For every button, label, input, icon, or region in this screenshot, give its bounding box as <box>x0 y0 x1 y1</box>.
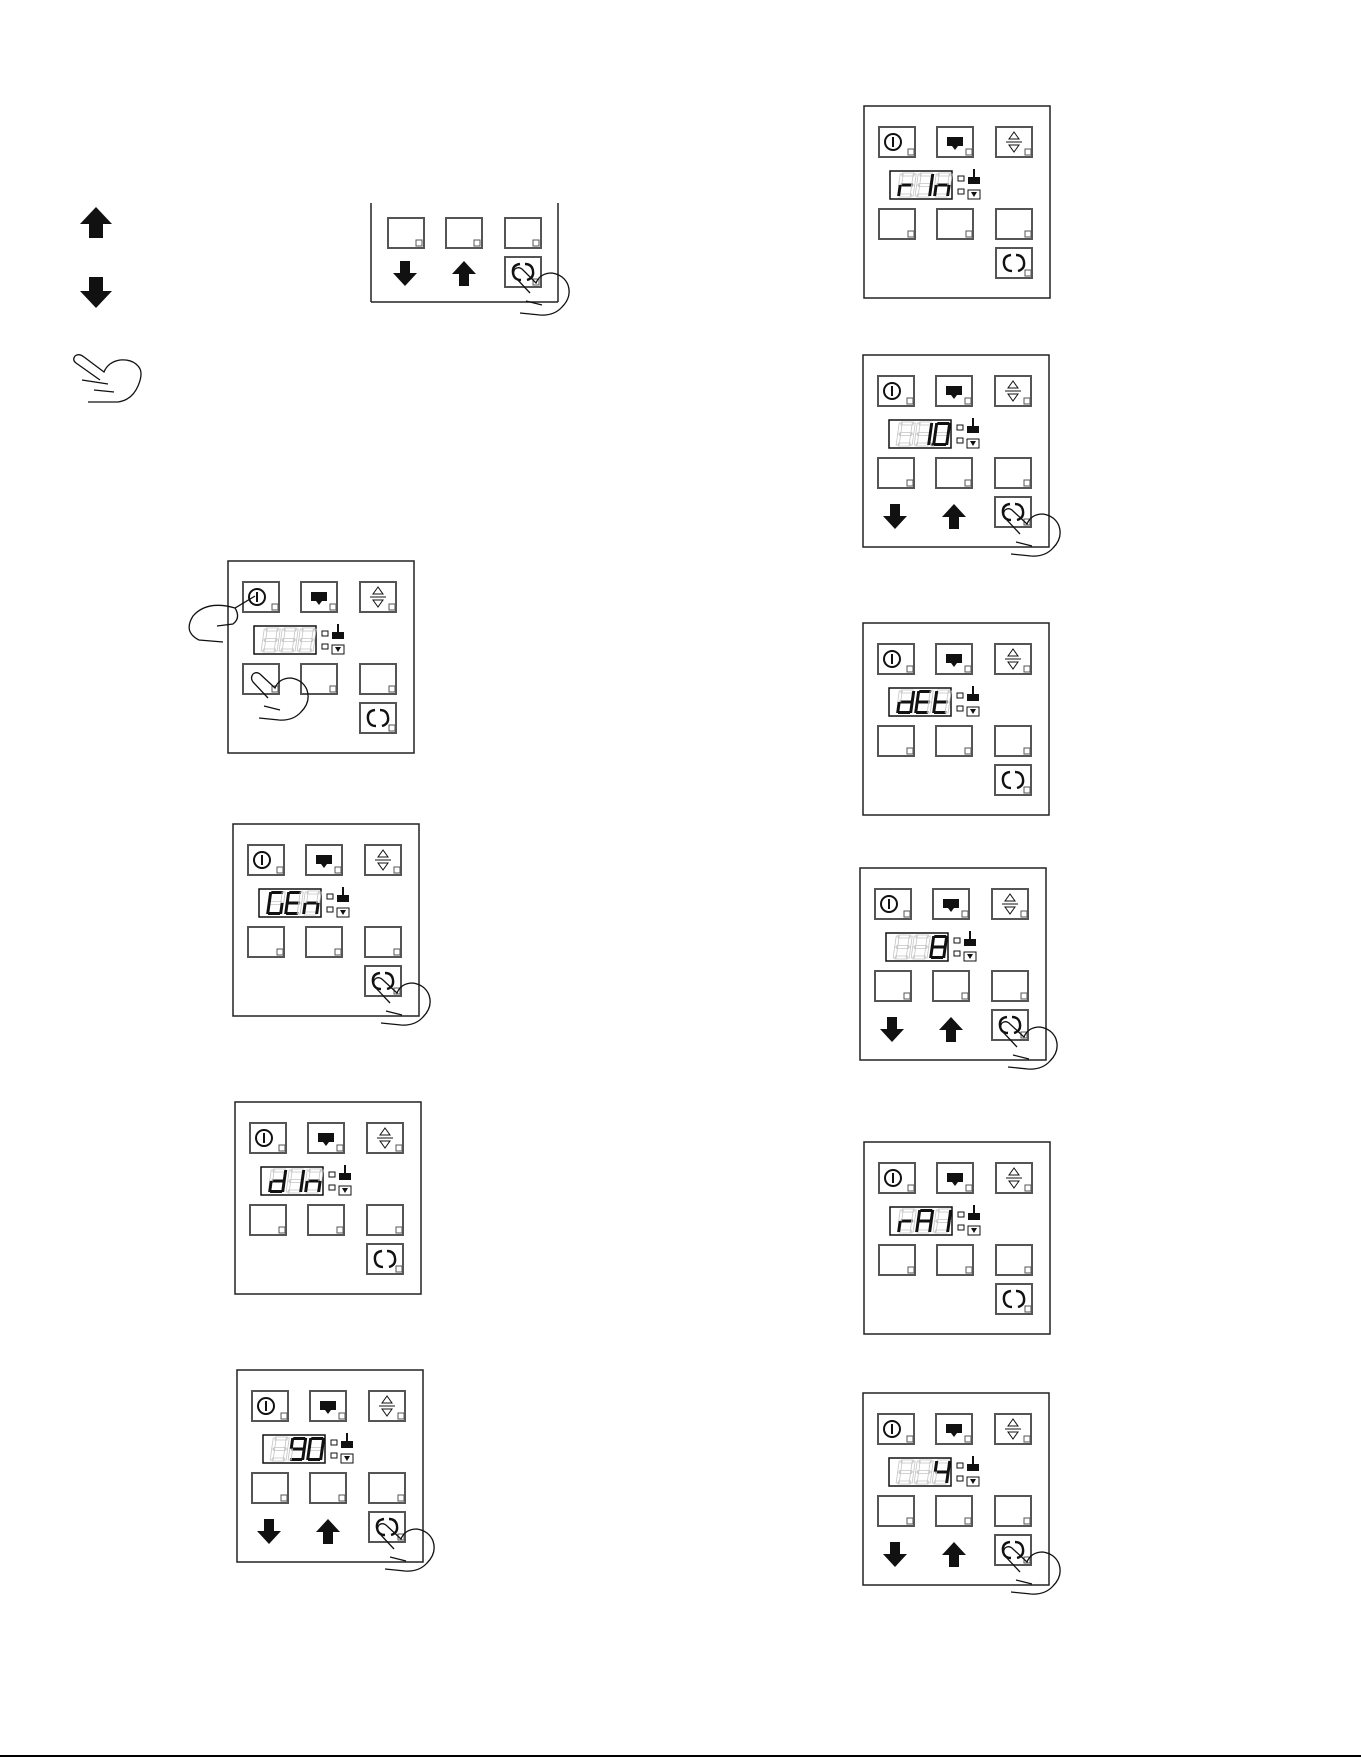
fragment-key-1[interactable] <box>388 218 424 248</box>
power-key[interactable] <box>878 1414 914 1444</box>
key-right[interactable] <box>369 1473 405 1503</box>
panel-2 <box>232 823 488 1065</box>
key-right[interactable] <box>992 971 1028 1001</box>
cycle-key[interactable] <box>995 765 1031 795</box>
panel-7 <box>862 622 1118 864</box>
pointing-hand-icon <box>70 350 150 406</box>
mode-key[interactable] <box>936 1414 972 1444</box>
key-down[interactable] <box>878 458 914 488</box>
legend-down-arrow <box>78 275 114 311</box>
panel-9 <box>863 1141 1119 1383</box>
mode-key[interactable] <box>933 889 969 919</box>
power-key[interactable] <box>879 127 915 157</box>
key-down[interactable] <box>879 1245 915 1275</box>
adjust-key[interactable] <box>360 582 396 612</box>
adjust-key[interactable] <box>995 644 1031 674</box>
key-down[interactable] <box>248 927 284 957</box>
key-right[interactable] <box>996 1245 1032 1275</box>
adjust-key[interactable] <box>369 1391 405 1421</box>
legend-keypad-fragment <box>370 203 610 333</box>
mode-key[interactable] <box>306 845 342 875</box>
seven-segment-display <box>886 933 948 961</box>
adjust-key[interactable] <box>992 889 1028 919</box>
key-up[interactable] <box>936 1496 972 1526</box>
up-arrow-icon <box>78 205 114 241</box>
mode-key[interactable] <box>308 1123 344 1153</box>
seven-segment-display <box>261 1167 323 1195</box>
key-right[interactable] <box>995 726 1031 756</box>
up-arrow-icon <box>452 261 476 286</box>
power-key[interactable] <box>879 1163 915 1193</box>
panel-3 <box>234 1101 490 1343</box>
key-down[interactable] <box>878 726 914 756</box>
key-down[interactable] <box>875 971 911 1001</box>
seven-segment-display <box>254 626 316 654</box>
legend-up-arrow <box>78 205 114 241</box>
key-right[interactable] <box>995 1496 1031 1526</box>
mode-key[interactable] <box>301 582 337 612</box>
seven-segment-display <box>263 1435 325 1463</box>
key-right[interactable] <box>996 209 1032 239</box>
panel-8 <box>859 867 1115 1109</box>
panel-10 <box>862 1392 1118 1634</box>
cycle-key[interactable] <box>360 703 396 733</box>
mode-key[interactable] <box>936 376 972 406</box>
key-down[interactable] <box>879 209 915 239</box>
key-up[interactable] <box>933 971 969 1001</box>
mode-key[interactable] <box>936 644 972 674</box>
key-up[interactable] <box>937 1245 973 1275</box>
legend-pointing-hand <box>70 350 150 406</box>
power-key[interactable] <box>878 376 914 406</box>
cycle-key[interactable] <box>996 248 1032 278</box>
key-right[interactable] <box>367 1205 403 1235</box>
key-down[interactable] <box>243 664 279 694</box>
fragment-key-3[interactable] <box>505 218 541 248</box>
key-right[interactable] <box>365 927 401 957</box>
panel-1 <box>227 560 483 802</box>
mode-key[interactable] <box>937 1163 973 1193</box>
key-up[interactable] <box>936 458 972 488</box>
down-arrow-icon <box>393 261 417 286</box>
adjust-key[interactable] <box>365 845 401 875</box>
key-down[interactable] <box>252 1473 288 1503</box>
fragment-key-2[interactable] <box>446 218 482 248</box>
adjust-key[interactable] <box>995 376 1031 406</box>
seven-segment-display <box>889 688 951 716</box>
key-up[interactable] <box>308 1205 344 1235</box>
key-right[interactable] <box>360 664 396 694</box>
adjust-key[interactable] <box>996 1163 1032 1193</box>
power-key[interactable] <box>250 1123 286 1153</box>
cycle-key[interactable] <box>367 1244 403 1274</box>
key-up[interactable] <box>306 927 342 957</box>
key-down[interactable] <box>878 1496 914 1526</box>
down-arrow-icon <box>78 275 114 311</box>
mode-key[interactable] <box>937 127 973 157</box>
panel-5 <box>863 105 1119 347</box>
key-up[interactable] <box>310 1473 346 1503</box>
seven-segment-display <box>889 420 951 448</box>
seven-segment-display <box>890 171 952 199</box>
power-key[interactable] <box>248 845 284 875</box>
cycle-key[interactable] <box>996 1284 1032 1314</box>
panel-6 <box>862 354 1118 596</box>
panel-4 <box>236 1369 492 1611</box>
adjust-key[interactable] <box>995 1414 1031 1444</box>
power-key[interactable] <box>243 582 279 612</box>
power-key[interactable] <box>252 1391 288 1421</box>
power-key[interactable] <box>878 644 914 674</box>
seven-segment-display <box>259 889 321 917</box>
footer-rule <box>0 1755 1361 1757</box>
adjust-key[interactable] <box>367 1123 403 1153</box>
seven-segment-display <box>889 1458 951 1486</box>
seven-segment-display <box>890 1207 952 1235</box>
key-up[interactable] <box>936 726 972 756</box>
power-key[interactable] <box>875 889 911 919</box>
key-down[interactable] <box>250 1205 286 1235</box>
key-right[interactable] <box>995 458 1031 488</box>
adjust-key[interactable] <box>996 127 1032 157</box>
mode-key[interactable] <box>310 1391 346 1421</box>
key-up[interactable] <box>937 209 973 239</box>
